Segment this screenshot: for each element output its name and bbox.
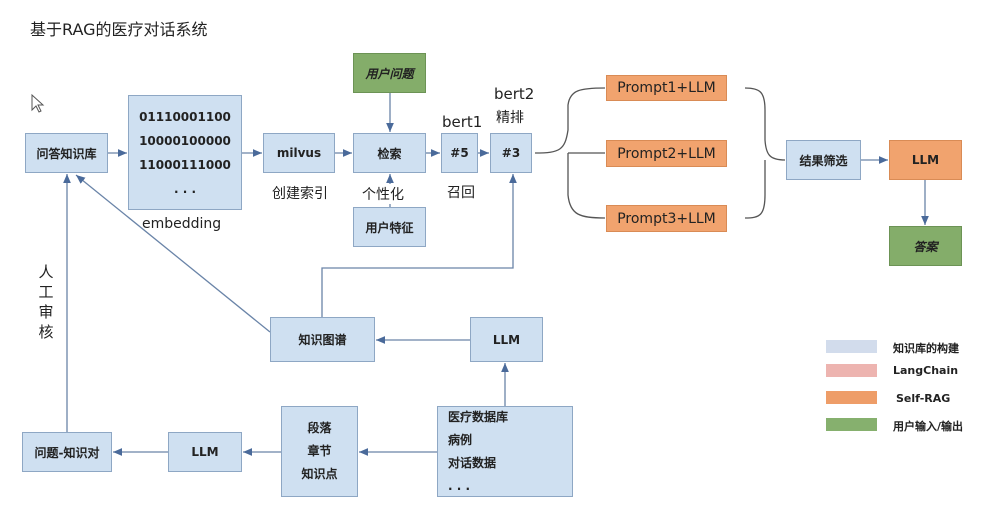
section-item: 章节 xyxy=(307,444,332,458)
node-prompt3: Prompt3+LLM xyxy=(606,205,727,232)
embedding-line: . . . xyxy=(173,181,197,196)
node-llm-final: LLM xyxy=(889,140,962,180)
legend-swatch xyxy=(826,418,877,431)
milvus-label: 创建索引 xyxy=(272,186,328,202)
data-source: 病例 xyxy=(448,432,473,447)
node-llm-qa: LLM xyxy=(168,432,242,472)
node-medical-data: 医疗数据库 病例 对话数据 . . . xyxy=(437,406,573,497)
node-milvus: milvus xyxy=(263,133,335,173)
section-item: 知识点 xyxy=(301,467,338,481)
node-recall: #5 xyxy=(441,133,478,173)
embedding-line: 11000111000 xyxy=(139,157,231,172)
bert1-label: bert1 xyxy=(442,113,483,131)
embedding-line: 10000100000 xyxy=(139,133,231,148)
node-llm-kg: LLM xyxy=(470,317,543,362)
embedding-line: 01110001100 xyxy=(139,109,231,124)
rerank-label: 精排 xyxy=(496,110,524,126)
legend-swatch xyxy=(826,364,877,377)
legend-swatch xyxy=(826,391,877,404)
bert2-label: bert2 xyxy=(494,85,535,103)
node-qa-kb: 问答知识库 xyxy=(25,133,108,173)
node-rerank: #3 xyxy=(490,133,532,173)
node-embedding: 01110001100 10000100000 11000111000 . . … xyxy=(128,95,242,210)
node-prompt1: Prompt1+LLM xyxy=(606,75,727,101)
cursor-icon xyxy=(31,93,45,113)
node-retrieve: 检索 xyxy=(353,133,426,173)
data-source: . . . xyxy=(448,478,471,493)
legend-label: LangChain xyxy=(893,364,959,377)
legend-label: 知识库的构建 xyxy=(893,342,959,355)
brace-left xyxy=(534,87,606,219)
legend-swatch xyxy=(826,340,877,353)
node-prompt2: Prompt2+LLM xyxy=(606,140,727,167)
recall-label: 召回 xyxy=(447,185,475,201)
node-filter: 结果筛选 xyxy=(786,140,861,180)
node-knowledge-graph: 知识图谱 xyxy=(270,317,375,362)
data-source: 对话数据 xyxy=(448,455,497,470)
page-title: 基于RAG的医疗对话系统 xyxy=(30,20,208,39)
node-user-features: 用户特征 xyxy=(353,207,426,247)
legend-label: Self-RAG xyxy=(896,392,951,405)
node-qa-pairs: 问题-知识对 xyxy=(22,432,112,472)
human-review-label: 人工审核 xyxy=(38,262,54,342)
data-source: 医疗数据库 xyxy=(448,409,509,424)
brace-right xyxy=(744,87,786,219)
node-sections: 段落 章节 知识点 xyxy=(281,406,358,497)
personalize-label: 个性化 xyxy=(362,184,404,204)
node-user-question: 用户问题 xyxy=(353,53,426,93)
edge-kg-rerank xyxy=(321,174,517,317)
edge-kg-kb xyxy=(75,174,271,333)
legend-label: 用户输入/输出 xyxy=(893,420,964,433)
section-item: 段落 xyxy=(307,421,332,435)
embedding-label: embedding xyxy=(142,216,222,232)
node-answer: 答案 xyxy=(889,226,962,266)
